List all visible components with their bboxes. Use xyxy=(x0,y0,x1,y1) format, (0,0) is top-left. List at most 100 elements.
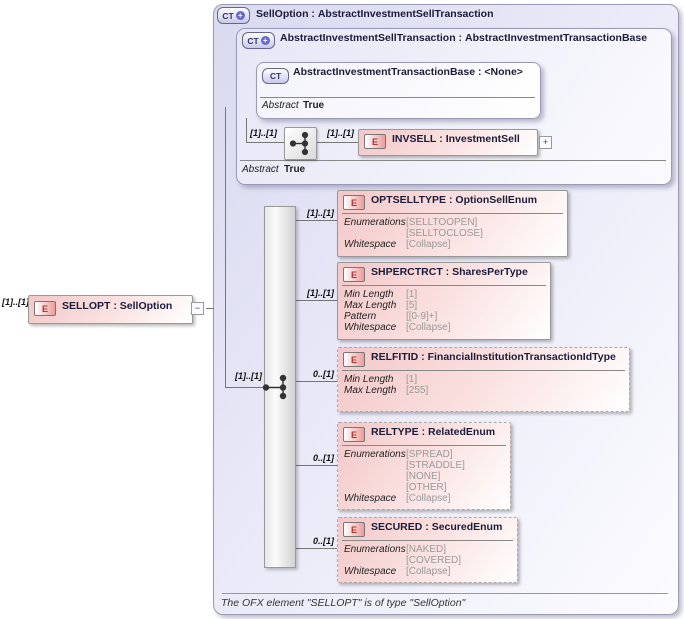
cardinality-label: 0..[1] xyxy=(312,369,334,379)
complextype-title-abstractinvestmentselltransaction: AbstractInvestmentSellTransaction : Abst… xyxy=(280,32,670,45)
facet-value: [1] xyxy=(406,289,418,300)
element-badge-icon: E xyxy=(343,267,365,282)
element-type: InvestmentSell xyxy=(445,133,520,145)
facet-values: [1] xyxy=(406,374,417,385)
facet-label: Max Length xyxy=(344,300,397,311)
colon-separator: : xyxy=(455,32,465,44)
colon-separator: : xyxy=(308,8,318,20)
facet-value: [Collapse] xyxy=(406,239,451,250)
divider xyxy=(342,370,625,371)
divider xyxy=(342,540,513,541)
facet-value: [[0-9]+] xyxy=(406,311,438,322)
cardinality-label: [1]..[1] xyxy=(2,297,29,307)
facet-label: Pattern xyxy=(344,311,377,322)
facet-values: [5] xyxy=(406,300,417,311)
element-box-invsell[interactable]: E INVSELL : InvestmentSell xyxy=(358,129,538,156)
colon-separator: : xyxy=(418,351,428,363)
divider xyxy=(260,97,535,98)
element-box-relfitid[interactable]: E RELFITID : FinancialInstitutionTransac… xyxy=(337,347,630,412)
facet-values: [Collapse] xyxy=(406,566,450,577)
colon-separator: : xyxy=(422,521,432,533)
element-title: SECURED : SecuredEnum xyxy=(371,521,502,534)
facet-label: Whitespace xyxy=(344,493,397,504)
complextype-title-abstractinvestmenttransactionbase: AbstractInvestmentTransactionBase : <Non… xyxy=(293,66,533,79)
facet-values: [Collapse] xyxy=(406,493,450,504)
sequence-compositor[interactable] xyxy=(284,127,317,160)
type-name: AbstractInvestmentTransactionBase xyxy=(293,66,476,78)
sequence-icon xyxy=(262,374,287,400)
facet-values: [SELLTOOPEN] [SELLTOCLOSE] xyxy=(406,217,483,239)
facet-row: Enumerations [NAKED] [COVERED] xyxy=(338,544,517,566)
facet-row: Max Length [5] xyxy=(338,300,550,311)
facet-label: Enumerations xyxy=(344,544,406,555)
facet-row: Whitespace [Collapse] xyxy=(338,322,550,333)
facet-values: [[0-9]+] xyxy=(406,311,437,322)
facet-values: [255] xyxy=(406,385,428,396)
facet-value: [STRADDLE] xyxy=(406,460,465,471)
facet-value: [SELLTOCLOSE] xyxy=(406,228,483,239)
facet-value: [1] xyxy=(406,374,418,385)
base-type-name: AbstractInvestmentTransactionBase xyxy=(464,32,648,44)
facet-value: [SPREAD] xyxy=(406,449,453,460)
facet-label: Whitespace xyxy=(344,566,397,577)
base-type-name: <None> xyxy=(484,66,523,78)
facet-value: [Collapse] xyxy=(406,566,451,577)
element-box-shperctrct[interactable]: E SHPERCTRCT : SharesPerType Min Length … xyxy=(337,262,551,340)
element-type: SharesPerType xyxy=(452,266,528,278)
cardinality-label: 0..[1] xyxy=(312,453,334,463)
element-title: SELLOPT : SellOption xyxy=(62,300,172,313)
element-title: SHPERCTRCT : SharesPerType xyxy=(371,266,528,279)
facet-values: [NAKED] [COVERED] xyxy=(406,544,461,566)
divider xyxy=(240,160,666,161)
element-box-sellopt[interactable]: E SELLOPT : SellOption xyxy=(28,295,193,324)
facet-value: [NONE] xyxy=(406,471,441,482)
facet-values: [Collapse] xyxy=(406,239,450,250)
facet-row: Whitespace [Collapse] xyxy=(338,566,517,577)
complextype-badge-icon: CT+ xyxy=(217,7,250,24)
element-box-secured[interactable]: E SECURED : SecuredEnum Enumerations [NA… xyxy=(337,517,518,583)
facet-value: [COVERED] xyxy=(406,555,462,566)
cardinality-label: [1]..[1] xyxy=(327,128,354,138)
element-title: RELFITID : FinancialInstitutionTransacti… xyxy=(371,351,616,364)
facet-values: [SPREAD] [STRADDLE] [NONE] [OTHER] xyxy=(406,449,465,493)
element-badge-icon: E xyxy=(343,195,365,210)
complextype-title-selloption: SellOption : AbstractInvestmentSellTrans… xyxy=(256,8,666,21)
element-name: SECURED xyxy=(371,521,423,533)
expand-button[interactable]: + xyxy=(539,136,552,149)
element-type: FinancialInstitutionTransactionIdType xyxy=(427,351,616,363)
facet-value: [5] xyxy=(406,300,418,311)
facet-row: Pattern [[0-9]+] xyxy=(338,311,550,322)
collapse-button[interactable]: − xyxy=(191,302,204,315)
facet-label: Max Length xyxy=(344,385,397,396)
cardinality-label: [1]..[1] xyxy=(250,128,277,138)
element-badge-icon: E xyxy=(364,134,386,149)
facet-row: Enumerations [SELLTOOPEN] [SELLTOCLOSE] xyxy=(338,217,567,239)
sequence-icon xyxy=(289,131,309,156)
ct-badge-label: CT xyxy=(247,35,259,46)
facet-label: Min Length xyxy=(344,374,394,385)
element-badge-icon: E xyxy=(343,352,365,367)
facet-label: Enumerations xyxy=(344,449,406,460)
element-name: OPTSELLTYPE xyxy=(371,194,447,206)
facet-value: [Collapse] xyxy=(406,322,451,333)
colon-separator: : xyxy=(436,133,446,145)
facet-values: [1] xyxy=(406,289,417,300)
type-name: AbstractInvestmentSellTransaction xyxy=(280,32,456,44)
element-box-reltype[interactable]: E RELTYPE : RelatedEnum Enumerations [SP… xyxy=(337,422,511,510)
cardinality-label: 0..[1] xyxy=(312,536,334,546)
footnote: The OFX element "SELLOPT" is of type "Se… xyxy=(221,597,466,609)
complextype-panel-abstractinvestmenttransactionbase xyxy=(256,62,541,119)
element-box-optselltype[interactable]: E OPTSELLTYPE : OptionSellEnum Enumerati… xyxy=(337,190,568,257)
divider xyxy=(342,213,563,214)
element-badge-icon: E xyxy=(343,522,365,537)
cardinality-label: [1]..[1] xyxy=(235,371,262,381)
derived-plus-icon: + xyxy=(235,11,245,20)
facet-label: Whitespace xyxy=(344,322,397,333)
element-name: INVSELL xyxy=(392,133,437,145)
cardinality-label: [1]..[1] xyxy=(307,288,334,298)
type-name: SellOption xyxy=(256,8,309,20)
facet-values: [Collapse] xyxy=(406,322,450,333)
facet-row: Whitespace [Collapse] xyxy=(338,239,567,250)
facet-value: [255] xyxy=(406,385,429,396)
element-name: RELFITID xyxy=(371,351,419,363)
